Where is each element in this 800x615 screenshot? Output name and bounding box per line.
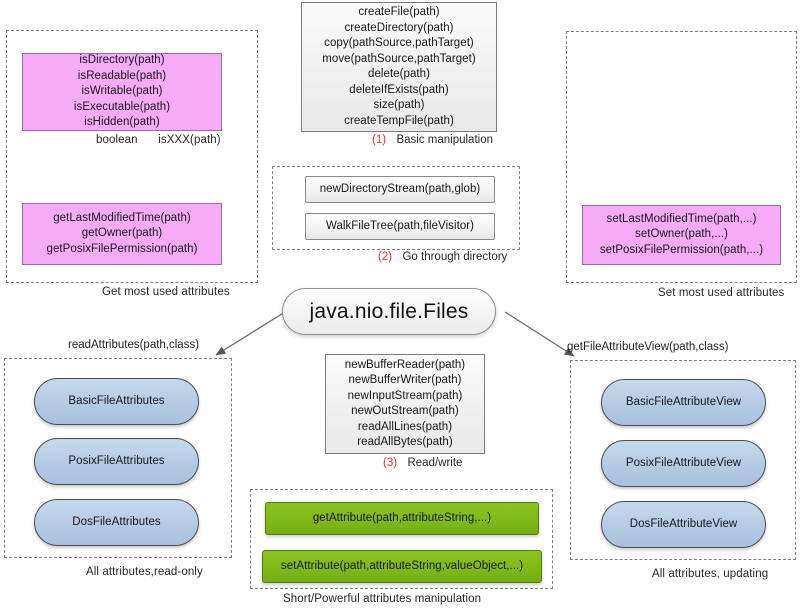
box-dosfileattributes[interactable]: DosFileAttributes [34,499,199,546]
number-2: (2) [378,251,393,263]
note-boolean-sig: isXXX(path) [158,134,221,146]
label-basicfileattributeview: BasicFileAttributeView [625,395,742,408]
box-dosfileattributeview[interactable]: DosFileAttributeView [601,501,766,548]
box-attribute-setters[interactable]: setLastModifiedTime(path,...) setOwner(p… [582,205,781,265]
method-isdirectory: isDirectory(path) [79,54,165,67]
method-getowner: getOwner(path) [81,227,163,240]
panel-go-through-directory [272,166,520,250]
method-readalllines: readAllLines(path) [357,420,453,433]
number-3: (3) [383,457,398,469]
caption-short-powerful: Short/Powerful attributes manipulation [283,593,482,605]
method-isexecutable: isExecutable(path) [73,100,171,113]
panel-attributes-updating [570,360,796,560]
method-getposixfilepermission: getPosixFilePermission(path) [46,242,198,255]
caption-set-most-used-attributes: Set most used attributes [658,287,785,299]
box-getattribute[interactable]: getAttribute(path,attributeString,...) [265,502,539,535]
center-node-label: java.nio.file.Files [309,299,469,323]
method-setposixfilepermission: setPosixFilePermission(path,...) [599,243,764,256]
box-basicfileattributeview[interactable]: BasicFileAttributeView [601,379,766,426]
caption-basic-manipulation: Basic manipulation [396,134,493,146]
box-posixfileattributeview[interactable]: PosixFileAttributeView [601,440,766,487]
method-deleteifexists: deleteIfExists(path) [349,83,449,96]
method-walkfiletree: WalkFileTree(path,fileVisitor) [325,219,475,232]
method-setattribute: setAttribute(path,attributeString,valueO… [280,559,524,572]
method-getattribute: getAttribute(path,attributeString,...) [312,511,492,524]
number-1: (1) [372,134,387,146]
panel-short-powerful [250,489,553,589]
box-attribute-getters[interactable]: getLastModifiedTime(path) getOwner(path)… [22,203,222,265]
method-newbufferwriter: newBufferWriter(path) [348,374,462,386]
box-basic-manipulation[interactable]: createFile(path) createDirectory(path) c… [301,2,497,132]
method-delete: delete(path) [368,68,430,80]
caption-get-most-used-attributes: Get most used attributes [102,286,230,298]
method-ishidden: isHidden(path) [84,116,160,129]
method-newinputstream: newInputStream(path) [347,389,463,402]
note-boolean-type: boolean [96,134,138,146]
box-setattribute[interactable]: setAttribute(path,attributeString,valueO… [262,550,542,583]
method-createfile: createFile(path) [358,6,440,18]
box-read-write[interactable]: newBufferReader(path) newBufferWriter(pa… [325,354,485,454]
edge-label-getfileattributeview: getFileAttributeView(path,class) [567,341,729,353]
method-setlastmodifiedtime: setLastModifiedTime(path,...) [606,212,757,225]
method-move: move(pathSource,pathTarget) [322,52,476,65]
box-newdirectorystream[interactable]: newDirectoryStream(path,glob) [305,176,495,203]
label-posixfileattributeview: PosixFileAttributeView [625,456,742,469]
method-createdirectory: createDirectory(path) [344,21,454,34]
method-readallbytes: readAllBytes(path) [357,436,453,448]
label-read-write: (3) Read/write [383,457,462,469]
panel-get-attributes [6,30,258,283]
label-dosfileattributeview: DosFileAttributeView [629,517,738,530]
method-createtempfile: createTempFile(path) [344,114,454,127]
method-iswritable: isWritable(path) [81,85,163,98]
panel-set-attributes [566,31,797,283]
label-posixfileattributes: PosixFileAttributes [68,454,165,467]
method-copy: copy(pathSource,pathTarget) [324,37,474,49]
edge-label-readattributes: readAttributes(path,class) [68,339,200,351]
method-getlastmodifiedtime: getLastModifiedTime(path) [53,211,191,224]
caption-read-write: Read/write [407,457,463,469]
panel-attributes-read-only [4,358,232,558]
label-basicfileattributes: BasicFileAttributes [68,394,165,407]
label-basic-manipulation: (1) Basic manipulation [372,134,493,146]
box-boolean-predicates[interactable]: isDirectory(path) isReadable(path) isWri… [22,53,222,131]
method-isreadable: isReadable(path) [77,69,167,82]
note-boolean-signature: boolean isXXX(path) [96,134,221,146]
method-setowner: setOwner(path,...) [635,228,728,241]
center-node-files[interactable]: java.nio.file.Files [282,288,496,335]
method-newoutstream: newOutStream(path) [351,405,459,417]
box-walkfiletree[interactable]: WalkFileTree(path,fileVisitor) [305,213,495,240]
label-go-through-directory: (2) Go through directory [378,251,507,263]
caption-all-attributes-read-only: All attributes,read-only [86,566,203,578]
caption-all-attributes-updating: All attributes, updating [652,568,769,580]
label-dosfileattributes: DosFileAttributes [72,515,161,528]
box-posixfileattributes[interactable]: PosixFileAttributes [34,438,199,485]
caption-go-through-directory: Go through directory [402,251,508,263]
method-size: size(path) [373,99,425,111]
box-basicfileattributes[interactable]: BasicFileAttributes [34,378,199,425]
method-newdirectorystream: newDirectoryStream(path,glob) [319,182,481,195]
method-newbufferreader: newBufferReader(path) [344,358,466,371]
